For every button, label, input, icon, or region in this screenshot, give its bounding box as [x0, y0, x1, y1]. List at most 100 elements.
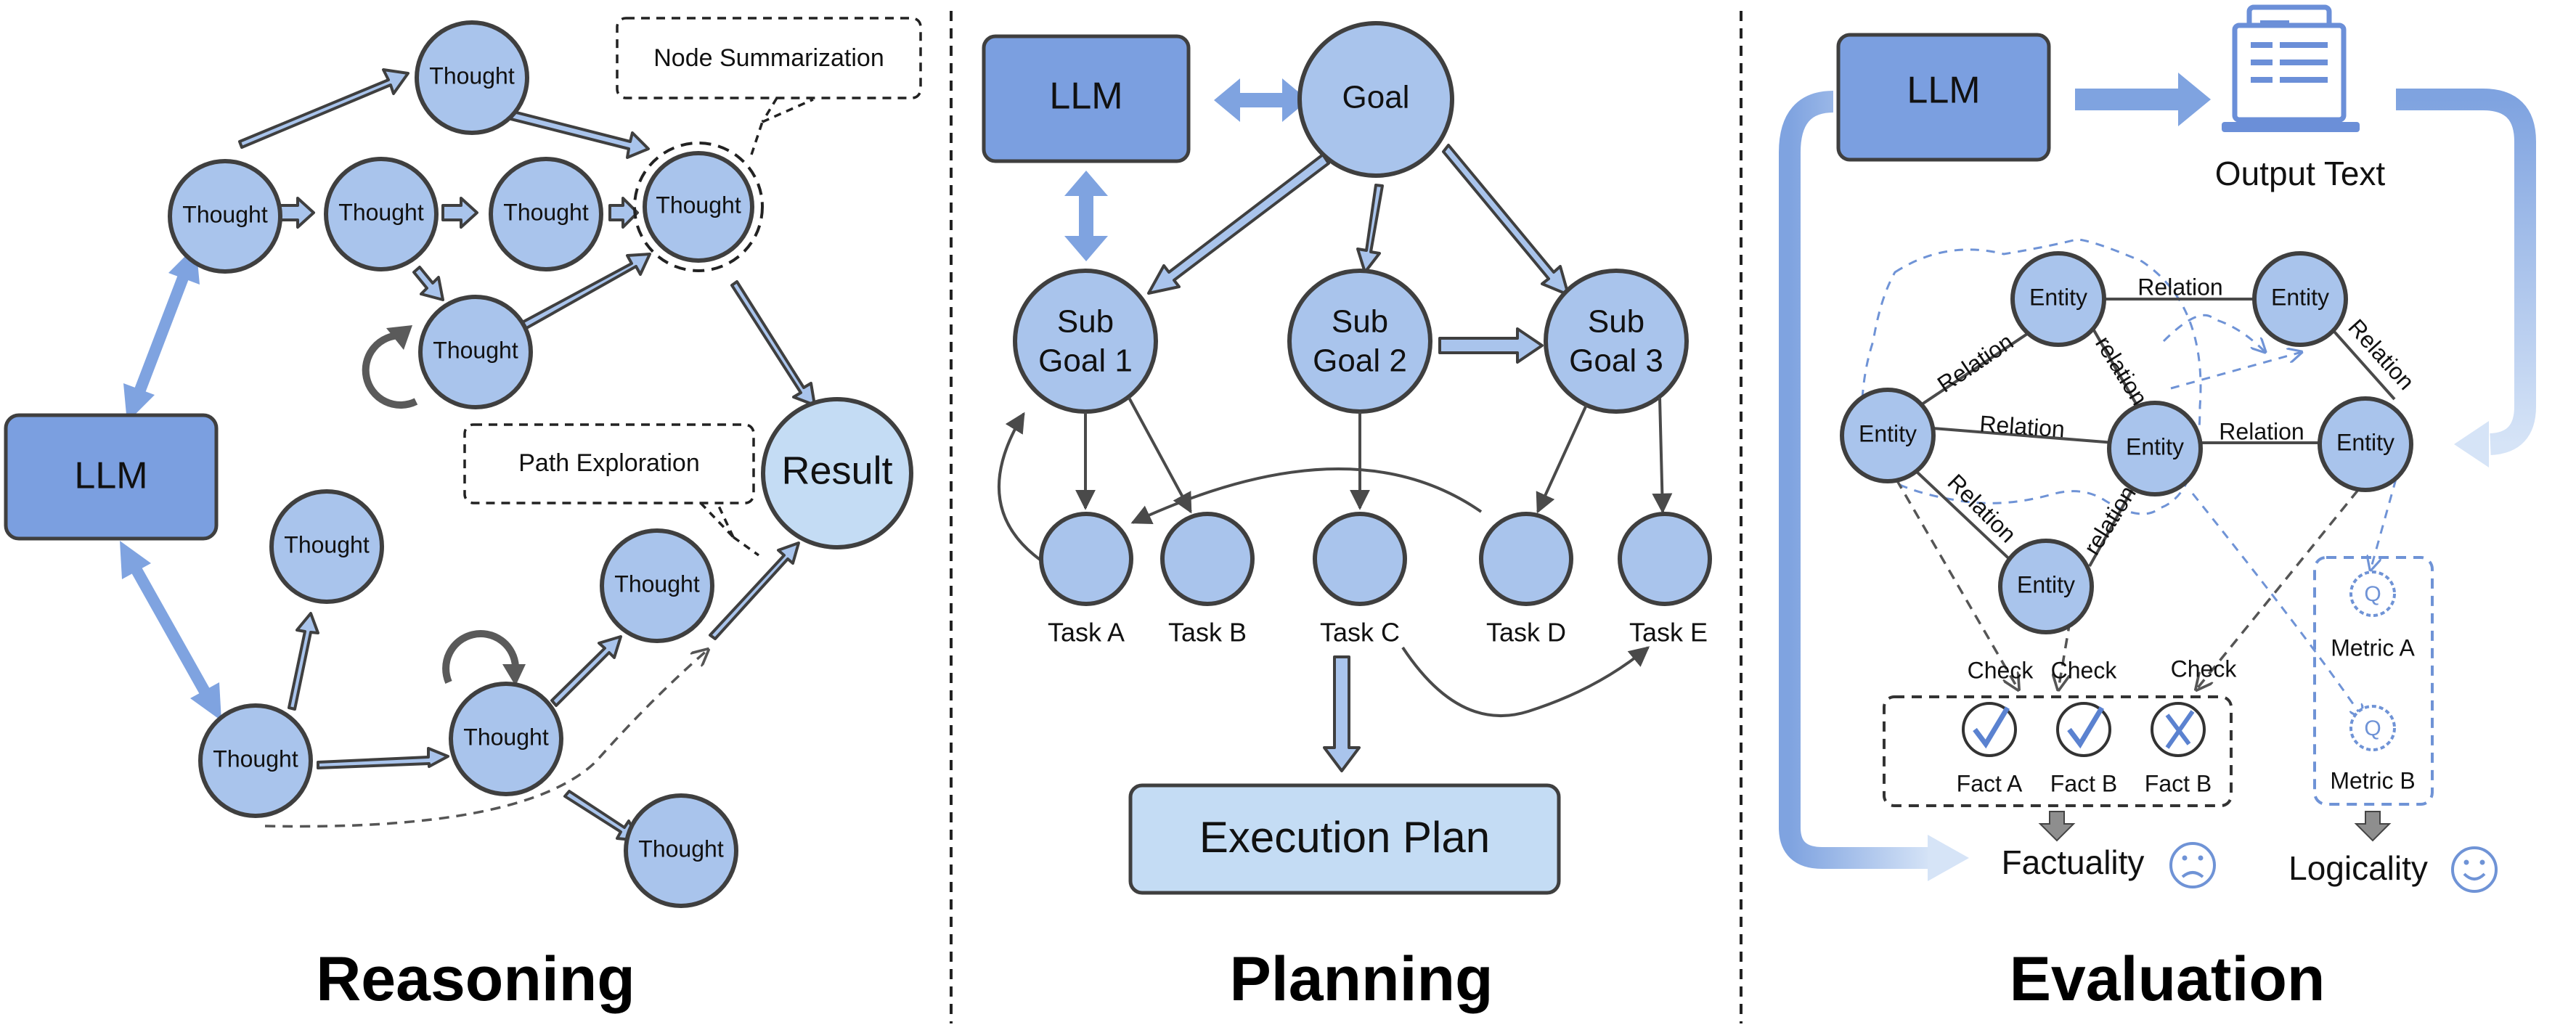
svg-text:Node Summarization: Node Summarization — [653, 44, 884, 72]
check-label: Check — [2171, 655, 2238, 682]
sad-face-icon — [2169, 842, 2216, 888]
metrics-box — [2313, 556, 2434, 806]
fact-b-cross-icon — [2151, 702, 2206, 757]
goal-node: Goal — [1297, 21, 1454, 178]
metric-b-label: Metric B — [2330, 767, 2415, 793]
entity-edges — [1912, 298, 2396, 568]
metric-arrowhead — [2454, 421, 2489, 467]
svg-text:Entity: Entity — [2126, 433, 2184, 459]
path-exploration-callout: Path Exploration — [463, 423, 760, 557]
entity-node: Entity — [2252, 251, 2348, 347]
svg-text:Thought: Thought — [656, 192, 741, 218]
subgoal-node-2: Sub Goal 2 — [1287, 269, 1432, 414]
fact-a-check-icon — [1962, 702, 2017, 757]
planning-title: Planning — [1229, 944, 1493, 1014]
evaluation-title: Evaluation — [2010, 944, 2326, 1014]
relation-label: Relation — [2219, 418, 2304, 444]
reasoning-llm-label: LLM — [74, 455, 147, 497]
relation-label: relation — [2090, 332, 2153, 410]
svg-text:Thought: Thought — [213, 745, 298, 772]
double-arrow-llm-up — [123, 245, 200, 422]
double-arrow-llm-down — [120, 541, 221, 721]
svg-text:Task A: Task A — [1048, 618, 1125, 647]
svg-text:Entity: Entity — [2017, 571, 2075, 597]
check-label: Check — [1968, 657, 2034, 683]
task-node-d: Task D — [1479, 512, 1573, 647]
thought-node: Thought — [269, 489, 384, 604]
double-arrow-llm-subgoal — [1064, 171, 1108, 261]
output-text-label: Output Text — [2215, 155, 2386, 192]
planning-llm-label: LLM — [1049, 75, 1122, 118]
evaluation-llm-label: LLM — [1907, 70, 1980, 112]
svg-text:Thought: Thought — [503, 199, 589, 225]
loop-icon — [362, 331, 418, 409]
fact-a-label: Fact A — [1957, 770, 2023, 796]
check-arrows — [1886, 462, 2381, 690]
happy-face-icon — [2451, 846, 2498, 893]
reasoning-title: Reasoning — [316, 944, 635, 1014]
entity-node: Entity — [2107, 401, 2203, 496]
thought-node: Thought — [489, 157, 603, 271]
svg-text:Sub: Sub — [1588, 304, 1644, 340]
entity-node: Entity — [1840, 388, 1936, 483]
svg-text:Sub: Sub — [1332, 304, 1388, 340]
loop-icon-2-head — [502, 664, 526, 686]
relation-label: Relation — [2137, 274, 2222, 300]
svg-text:Path Exploration: Path Exploration — [518, 449, 700, 477]
exploration-path — [264, 650, 708, 828]
task-node-a: Task A — [1039, 512, 1133, 647]
double-arrow-llm-goal — [1214, 78, 1308, 122]
svg-text:Task B: Task B — [1168, 618, 1247, 647]
svg-text:Q: Q — [2364, 716, 2381, 740]
svg-text:Thought: Thought — [338, 199, 424, 225]
metric-a-badge-icon: Q — [2349, 571, 2396, 617]
factuality-arrowhead — [1928, 835, 1969, 881]
svg-text:Task C: Task C — [1320, 618, 1400, 647]
svg-text:Sub: Sub — [1057, 304, 1114, 340]
svg-text:Entity: Entity — [2271, 284, 2329, 310]
llm-to-factuality-arrow — [1779, 91, 1931, 869]
thought-node-summarized: Thought — [633, 142, 764, 272]
svg-text:Thought: Thought — [433, 337, 518, 363]
thought-node: Thought — [600, 528, 714, 643]
svg-text:Q: Q — [2364, 582, 2381, 606]
svg-text:Task D: Task D — [1486, 618, 1566, 647]
execution-plan-box — [1128, 783, 1561, 895]
svg-text:Goal: Goal — [1342, 80, 1410, 115]
output-to-metric-arrow — [2396, 89, 2536, 455]
loop-icon-head — [386, 325, 412, 350]
svg-text:Entity: Entity — [2336, 429, 2394, 455]
metrics-down-arrow — [2354, 811, 2392, 842]
planning-block-arrows — [1147, 144, 1570, 772]
evaluation-llm-box — [1836, 33, 2051, 162]
svg-text:Thought: Thought — [463, 724, 549, 750]
thought-node: Thought — [415, 20, 529, 135]
thought-node: Thought — [168, 159, 282, 274]
svg-text:Goal 2: Goal 2 — [1313, 343, 1407, 379]
metric-a-label: Metric A — [2331, 634, 2415, 661]
svg-text:Goal 3: Goal 3 — [1569, 343, 1663, 379]
check-label: Check — [2051, 657, 2118, 683]
task-node-e: Task E — [1618, 512, 1712, 647]
reasoning-panel: LLM Thought Thought Thought Thought Thou… — [4, 17, 922, 1014]
evaluation-panel: LLM Output Text — [1779, 4, 2536, 1014]
reasoning-block-arrows — [238, 68, 816, 842]
relation-label: Relation — [1978, 410, 2066, 442]
thought-node: Thought — [324, 157, 439, 271]
entity-node: Entity — [1998, 539, 2094, 634]
task-node-b: Task B — [1160, 512, 1255, 647]
node-summarization-callout: Node Summarization — [616, 17, 922, 155]
loop-icon-2 — [442, 630, 519, 684]
entity-node: Entity — [2318, 396, 2413, 492]
fact-b-2-label: Fact B — [2145, 770, 2212, 796]
facts-down-arrow — [2038, 811, 2076, 842]
metric-arrows — [2162, 314, 2397, 719]
subgoal-node-3: Sub Goal 3 — [1544, 269, 1689, 414]
execution-plan-label: Execution Plan — [1199, 813, 1490, 862]
planning-llm-box — [982, 34, 1191, 163]
factuality-label: Factuality — [2002, 843, 2145, 881]
task-node-c: Task C — [1313, 512, 1407, 647]
thought-node: Thought — [449, 682, 563, 796]
thought-node: Thought — [418, 295, 533, 409]
